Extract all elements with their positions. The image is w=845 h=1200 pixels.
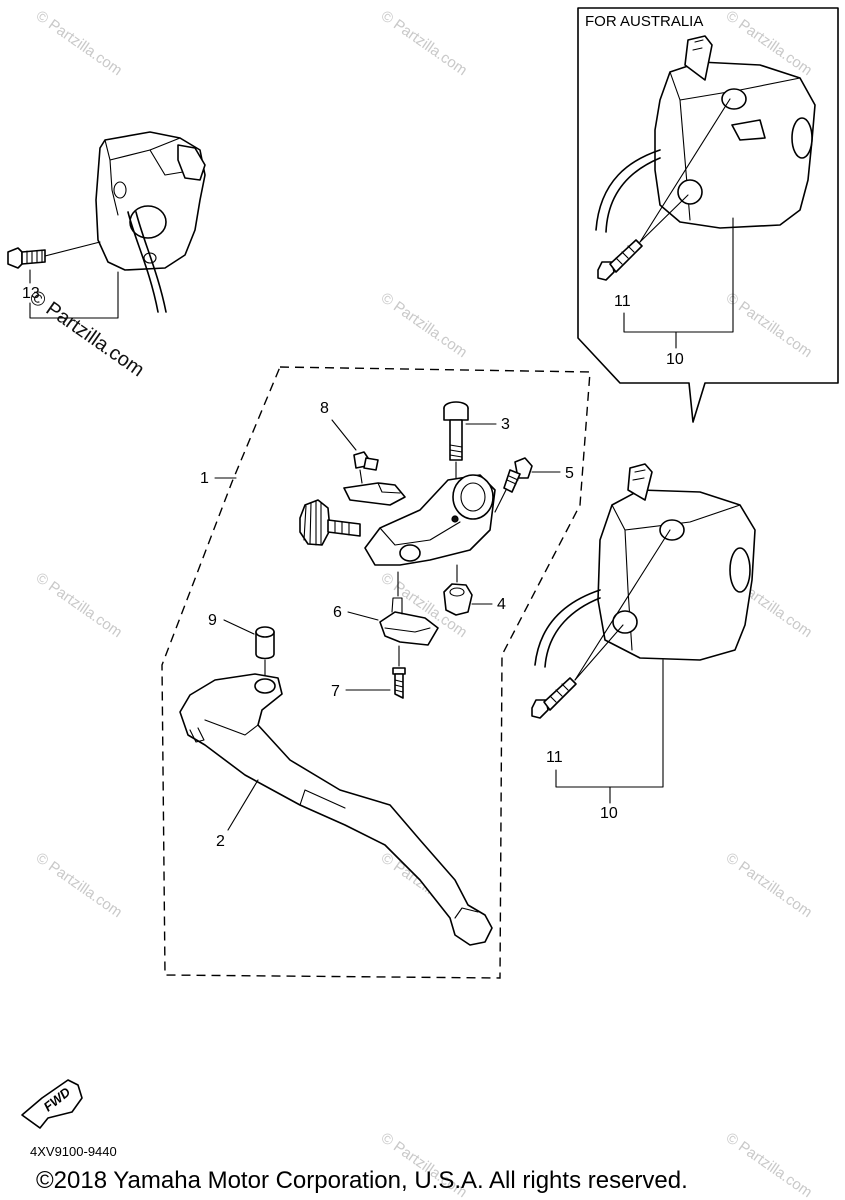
callout-6: 6 [333, 604, 342, 621]
bolt-3: 3 [443, 401, 510, 479]
callout-2: 2 [216, 833, 225, 850]
callout-3: 3 [501, 416, 510, 433]
callout-11-inset: 11 [614, 293, 631, 310]
assembly-1-boundary [161, 366, 591, 979]
callout-11-main: 11 [546, 749, 563, 766]
callout-8: 8 [320, 400, 329, 417]
callout-1: 1 [200, 470, 209, 487]
watermark: © Partzilla.com [378, 289, 471, 361]
watermark: © Partzilla.com [723, 289, 816, 361]
watermark: © Partzilla.com [33, 849, 126, 921]
watermark: © Partzilla.com [33, 7, 126, 79]
callout-9: 9 [208, 612, 217, 629]
screw-5: 5 [494, 457, 574, 513]
screw-8: 8 [320, 400, 379, 484]
switch-6: 6 [333, 571, 439, 646]
callout-13: 13 [22, 285, 40, 302]
inset-note: FOR AUSTRALIA [585, 13, 703, 30]
callout-7: 7 [331, 683, 340, 700]
watermark: © Partzilla.com [378, 7, 471, 79]
left-switch-housing [95, 131, 206, 313]
watermark: © Partzilla.com [33, 569, 126, 641]
reference-code: 4XV9100-9440 [30, 1144, 117, 1159]
watermark: © Partzilla.com [723, 1129, 816, 1200]
collar-9: 9 [208, 612, 275, 681]
copyright-notice: ©2018 Yamaha Motor Corporation, U.S.A. A… [36, 1167, 688, 1194]
screw-7: 7 [331, 645, 406, 700]
callout-4: 4 [497, 596, 506, 613]
lever-holder [299, 474, 496, 566]
callout-5: 5 [565, 465, 574, 482]
callout-10-main: 10 [600, 805, 618, 822]
nut-4: 4 [443, 564, 506, 616]
right-switch-housing: 11 10 [531, 463, 756, 822]
screw-13 [7, 241, 101, 269]
prominent-watermark: © Partzilla.com [25, 286, 148, 381]
lever-2: 2 [179, 673, 493, 946]
australia-inset: FOR AUSTRALIA 11 10 [577, 7, 839, 423]
fwd-arrow-icon: FWD [21, 1079, 83, 1129]
callout-10-inset: 10 [666, 351, 684, 368]
watermark: © Partzilla.com [723, 849, 816, 921]
